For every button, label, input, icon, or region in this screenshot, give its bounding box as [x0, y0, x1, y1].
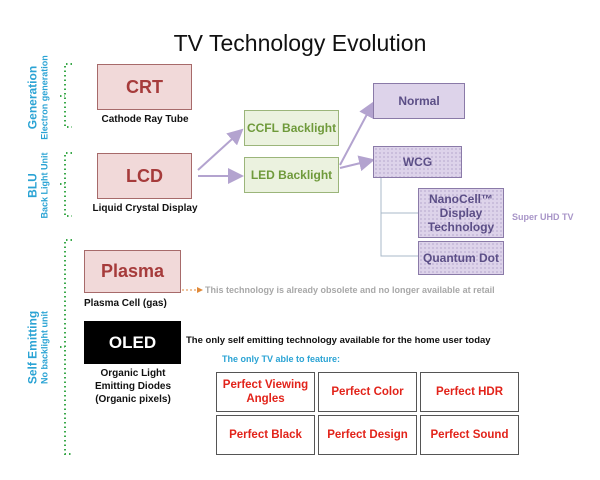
arrow-led-normal [339, 101, 374, 166]
wcg-tree [380, 177, 418, 257]
feature-black: Perfect Black [216, 415, 315, 455]
feature-sound: Perfect Sound [420, 415, 519, 455]
plasma-caption: Plasma Cell (gas) [84, 298, 167, 309]
arrow-lcd-ccfl [197, 128, 244, 171]
page-title: TV Technology Evolution [173, 30, 427, 56]
section-generation-label: Generation Electron generation [25, 55, 50, 140]
feature-viewing-angles: Perfect Viewing Angles [216, 372, 315, 412]
ccfl-backlight-box: CCFL Backlight [244, 110, 339, 146]
wcg-box: WCG [373, 146, 462, 178]
section-blu-label: BLU Back Light Unit [25, 152, 50, 219]
arrow-led-wcg [339, 155, 375, 172]
plasma-box: Plasma [84, 250, 181, 293]
normal-box: Normal [373, 83, 465, 119]
plasma-obsolete-note: This technology is already obsolete and … [205, 285, 495, 295]
lcd-caption: Liquid Crystal Display [92, 203, 198, 214]
oled-caption: Organic Light Emitting Diodes (Organic p… [94, 368, 172, 405]
section-self-emitting-label: Self Emitting No backlight unit [25, 310, 50, 385]
crt-caption: Cathode Ray Tube [101, 114, 189, 125]
oled-box: OLED [84, 321, 181, 364]
section-brackets [60, 63, 72, 455]
quantum-dot-box: Quantum Dot [418, 241, 504, 275]
feature-hdr: Perfect HDR [420, 372, 519, 412]
lcd-box: LCD [97, 153, 192, 199]
super-uhd-label: Super UHD TV [512, 212, 574, 222]
led-backlight-box: LED Backlight [244, 157, 339, 193]
features-heading: The only TV able to feature: [222, 354, 341, 364]
crt-box: CRT [97, 64, 192, 110]
nanocell-box: NanoCell™ Display Technology [418, 188, 504, 238]
oled-note: The only self emitting technology availa… [186, 335, 491, 346]
feature-design: Perfect Design [318, 415, 417, 455]
feature-color: Perfect Color [318, 372, 417, 412]
